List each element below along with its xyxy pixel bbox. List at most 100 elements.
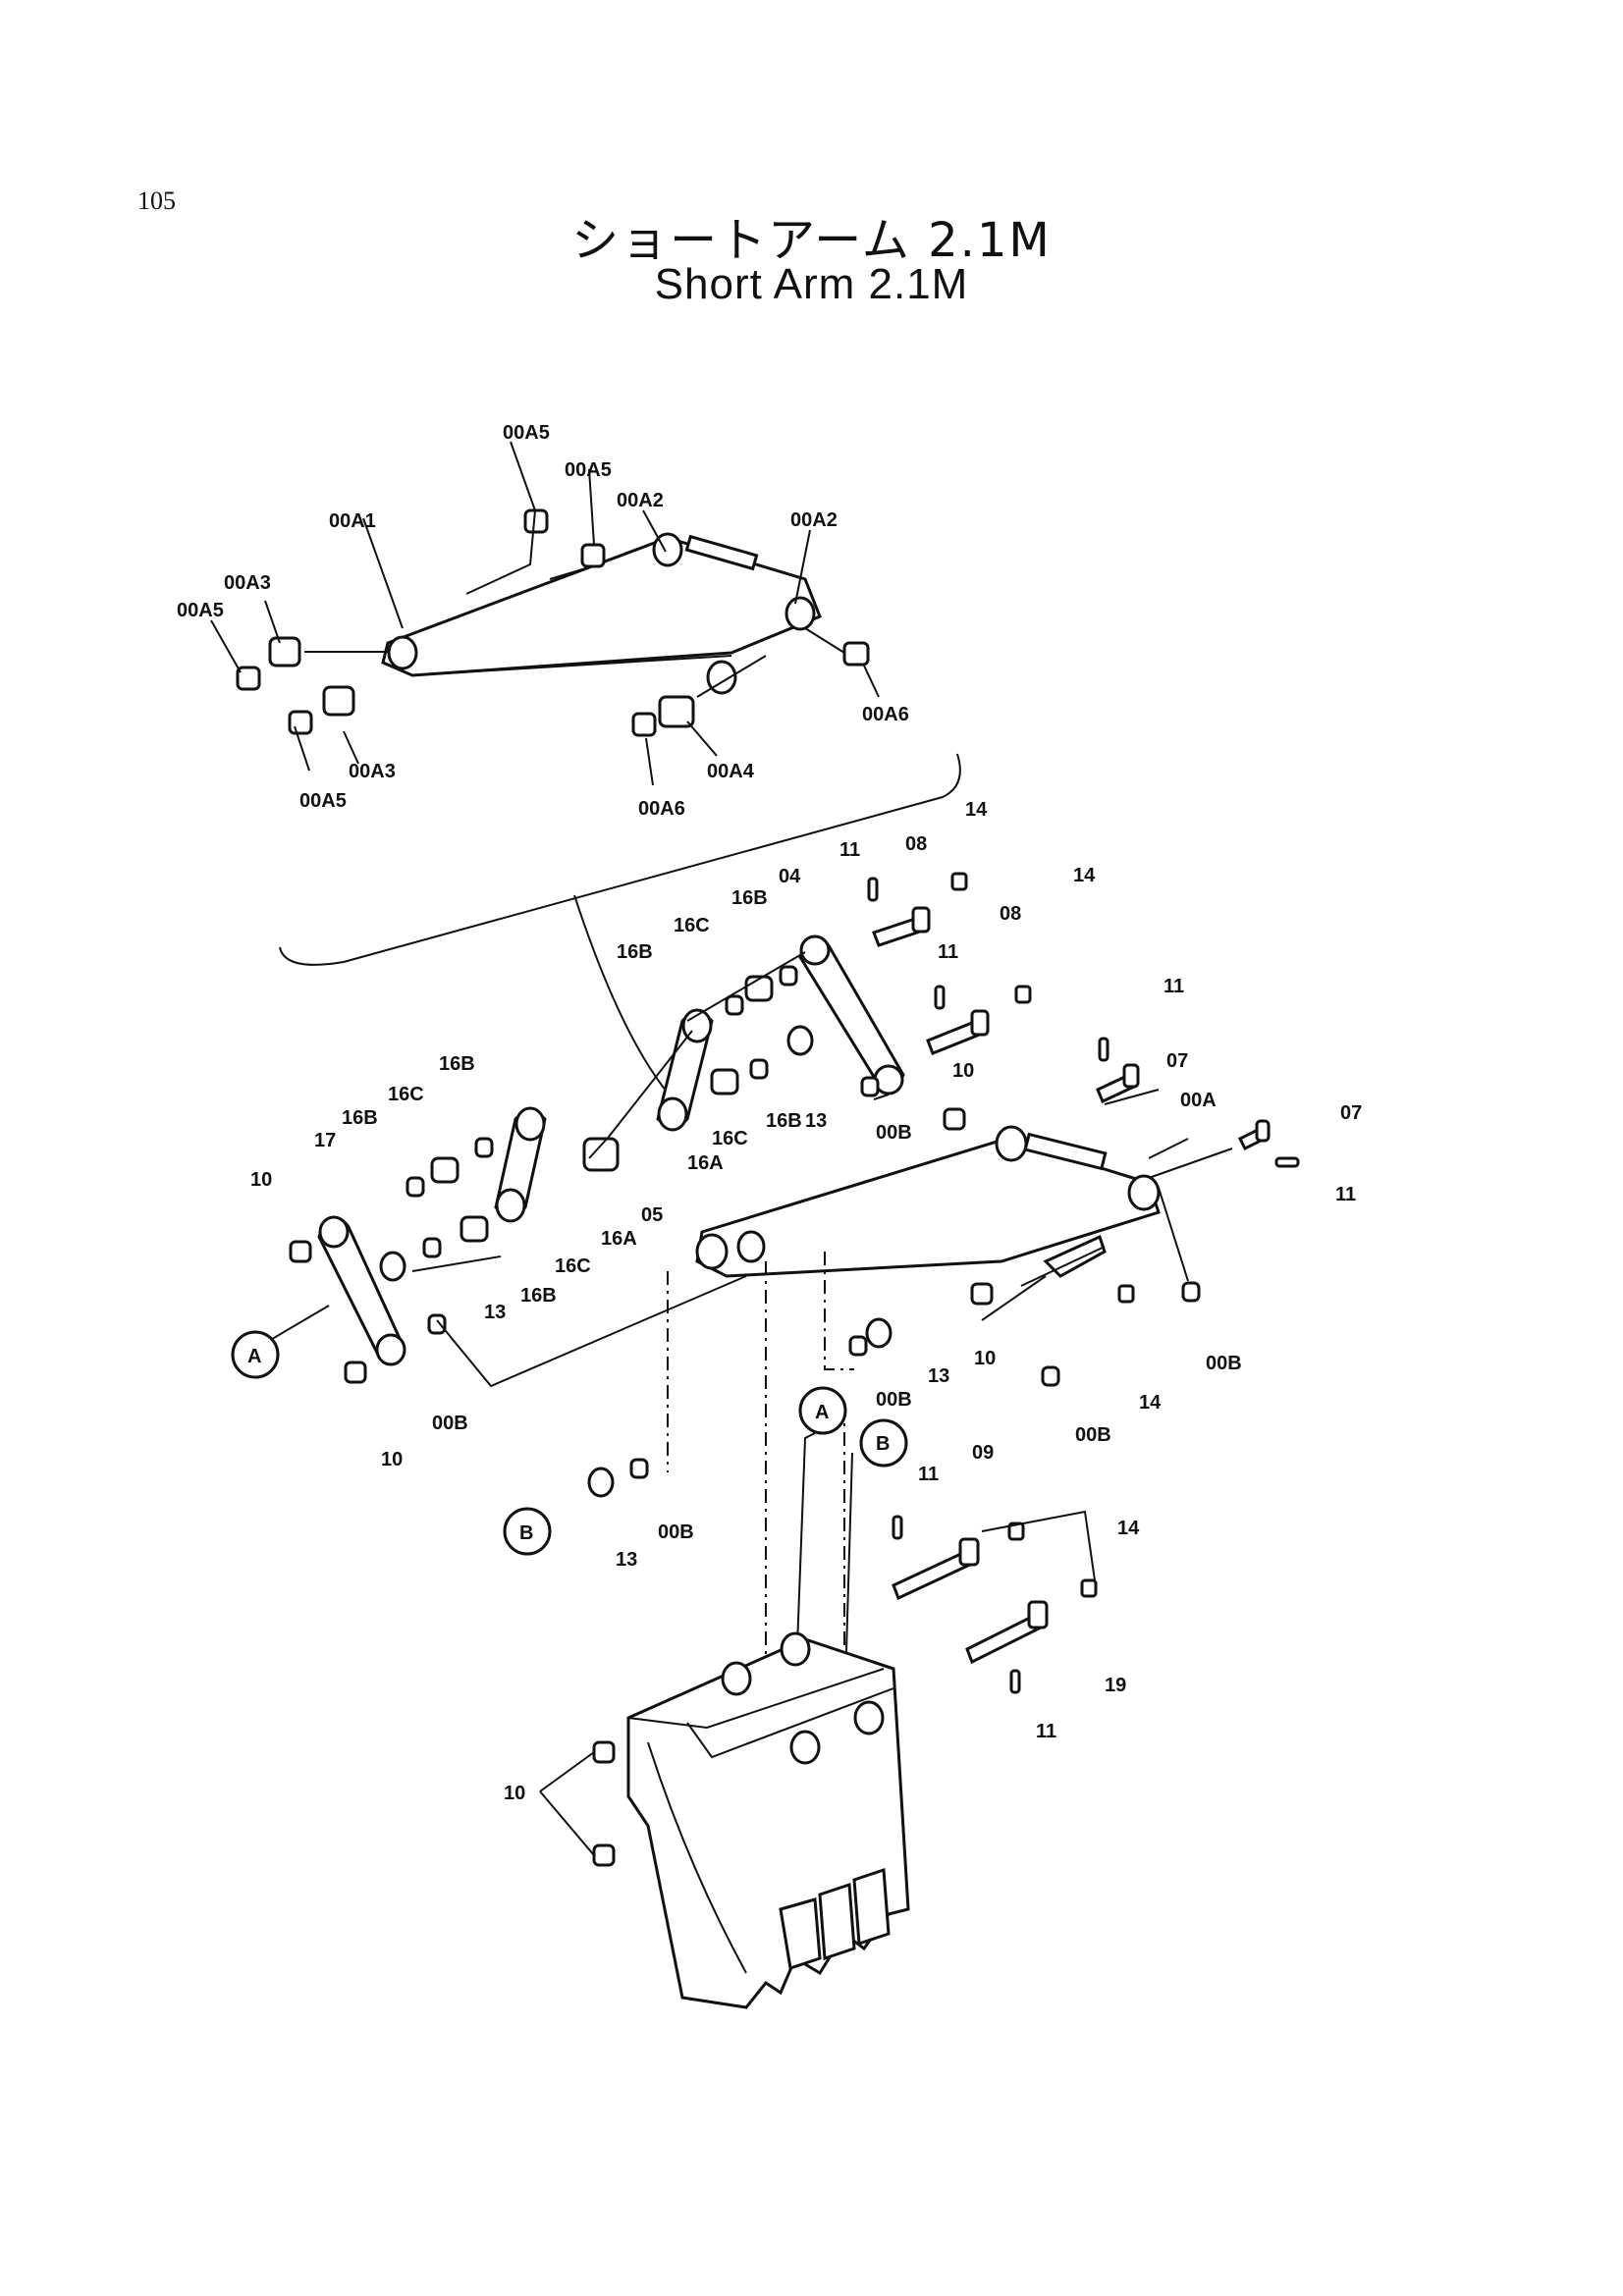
- washer-00b: [427, 1313, 447, 1335]
- detail-arm-assembly: 00A5 00A5 00A2 00A2 00A1 00A3 00A5 00A3 …: [177, 422, 909, 820]
- ref-label-a: A: [815, 1402, 829, 1423]
- ring-10: [592, 1740, 616, 1764]
- arm-slot-detail: [684, 534, 759, 571]
- split-pin-11: [934, 985, 946, 1010]
- washer-16b: [779, 965, 798, 987]
- link-16a-end: [657, 1096, 688, 1132]
- label-11: 11: [1335, 1184, 1356, 1205]
- link-04-end: [799, 934, 831, 966]
- title-english: Short Arm 2.1M: [654, 260, 969, 308]
- pin-08-head: [970, 1009, 990, 1037]
- main-arm-boss: [1127, 1174, 1161, 1211]
- washer-16b: [749, 1058, 769, 1080]
- label-19: 19: [1105, 1675, 1126, 1696]
- bushing-16c: [710, 1068, 739, 1095]
- bushing-00a5: [523, 508, 549, 534]
- bushing-00a4: [658, 695, 695, 728]
- bushing-05: [582, 1137, 620, 1172]
- link-17-end: [318, 1215, 350, 1249]
- bolt-14: [1117, 1284, 1135, 1304]
- ring-10: [289, 1240, 312, 1263]
- label-16c: 16C: [555, 1255, 591, 1277]
- pin-09-head: [958, 1537, 980, 1567]
- label-00a2: 00A2: [790, 509, 838, 531]
- split-pin-11: [1274, 1156, 1300, 1168]
- link-17-end: [375, 1333, 406, 1366]
- label-16b: 16B: [342, 1107, 378, 1129]
- link-16a-end: [514, 1106, 546, 1142]
- bushing-00a6: [842, 641, 870, 667]
- label-00a5: 00A5: [299, 790, 347, 812]
- label-16b: 16B: [520, 1285, 557, 1307]
- washer-16b: [422, 1237, 442, 1258]
- label-16c: 16C: [674, 915, 710, 936]
- arm-tab: [1043, 1234, 1107, 1278]
- label-00a5: 00A5: [177, 600, 224, 621]
- label-11: 11: [1163, 976, 1184, 997]
- label-11: 11: [918, 1464, 939, 1485]
- bucket-tooth: [852, 1867, 891, 1947]
- label-09: 09: [972, 1442, 994, 1464]
- link-16a-end: [495, 1188, 526, 1223]
- ref-label-b: B: [519, 1522, 533, 1544]
- label-00a4: 00A4: [707, 761, 755, 782]
- label-14: 14: [1117, 1518, 1140, 1539]
- label-17: 17: [314, 1130, 336, 1151]
- label-00a6: 00A6: [862, 704, 909, 725]
- label-00b: 00B: [876, 1389, 912, 1411]
- label-11: 11: [839, 839, 860, 861]
- main-arm-boss: [736, 1230, 766, 1263]
- label-00a5: 00A5: [503, 422, 550, 444]
- bushing-16c: [460, 1215, 489, 1243]
- label-13: 13: [616, 1549, 637, 1571]
- bucket-tooth: [818, 1882, 856, 1961]
- label-00b: 00B: [658, 1522, 694, 1543]
- washer-00b: [1041, 1365, 1060, 1387]
- label-00a3: 00A3: [349, 761, 396, 782]
- seal-13: [379, 1251, 406, 1282]
- pin-08-head: [911, 906, 931, 934]
- split-pin-11: [867, 877, 879, 902]
- label-07: 07: [1166, 1050, 1188, 1072]
- title-japanese: ショートアーム 2.1M: [571, 213, 1052, 268]
- bucket-boss: [789, 1730, 821, 1765]
- label-10: 10: [974, 1348, 996, 1369]
- label-00b: 00B: [432, 1413, 468, 1434]
- bushing-16c: [744, 975, 774, 1002]
- label-10: 10: [952, 1060, 974, 1082]
- label-14: 14: [1073, 865, 1096, 886]
- bolt-14: [950, 872, 968, 891]
- seal-13: [865, 1317, 893, 1349]
- ring-10: [344, 1361, 367, 1384]
- label-16b: 16B: [731, 887, 768, 909]
- washer-00b: [629, 1458, 649, 1479]
- ref-label-a: A: [247, 1346, 261, 1367]
- label-00a2: 00A2: [617, 490, 664, 511]
- bucket-boss: [721, 1661, 752, 1696]
- label-13: 13: [805, 1110, 827, 1132]
- split-pin-11: [1098, 1037, 1109, 1062]
- label-08: 08: [1000, 903, 1021, 925]
- label-16c: 16C: [388, 1084, 424, 1105]
- label-14: 14: [965, 799, 988, 821]
- arm-boss-detail: [387, 635, 418, 670]
- detail-bracket: [279, 753, 961, 966]
- ref-circle-b: [503, 1507, 552, 1556]
- pin-19-head: [1027, 1600, 1049, 1629]
- washer-00b: [860, 1076, 880, 1097]
- page-number: 105: [137, 187, 176, 215]
- arm-boss-detail: [706, 660, 737, 695]
- seal-13: [786, 1025, 814, 1056]
- bucket-tooth: [779, 1897, 822, 1970]
- label-16c: 16C: [712, 1128, 748, 1149]
- bushing-00a6: [631, 712, 657, 737]
- main-arm-boss: [995, 1125, 1028, 1162]
- label-13: 13: [484, 1302, 506, 1323]
- label-16a: 16A: [687, 1152, 724, 1174]
- main-arm-assembly: 14 11 08 14 04 16B 08 16C 11 16B 11 16B …: [231, 799, 1362, 2009]
- label-10: 10: [381, 1449, 403, 1470]
- bucket-boss: [853, 1700, 885, 1735]
- label-16b: 16B: [439, 1053, 475, 1075]
- washer-00b: [848, 1335, 868, 1357]
- bucket-boss: [780, 1631, 811, 1667]
